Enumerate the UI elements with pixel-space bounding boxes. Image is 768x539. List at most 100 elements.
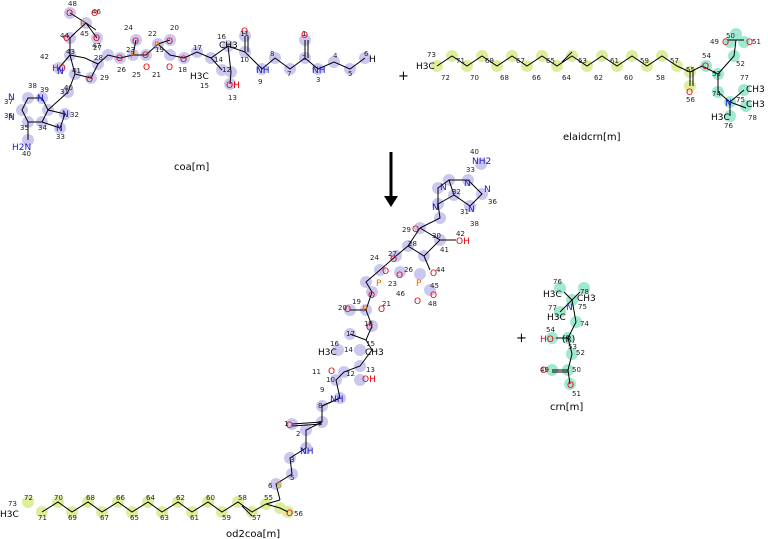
svg-text:N: N — [432, 203, 439, 213]
svg-text:55: 55 — [686, 66, 695, 74]
svg-text:6: 6 — [268, 482, 273, 490]
svg-text:16: 16 — [217, 33, 226, 41]
svg-text:P: P — [362, 305, 368, 315]
svg-text:P: P — [130, 51, 136, 61]
svg-text:27: 27 — [93, 44, 102, 52]
svg-text:H3C: H3C — [543, 290, 562, 300]
svg-text:25: 25 — [132, 71, 141, 79]
svg-text:74: 74 — [580, 320, 589, 328]
svg-text:O: O — [241, 27, 248, 37]
svg-text:N: N — [468, 205, 475, 215]
svg-text:50: 50 — [726, 32, 735, 40]
svg-text:O: O — [86, 75, 93, 85]
svg-text:N: N — [484, 185, 491, 195]
svg-text:72: 72 — [441, 74, 450, 82]
svg-text:13: 13 — [228, 94, 237, 102]
svg-text:O: O — [382, 267, 389, 277]
svg-text:74: 74 — [712, 90, 721, 98]
svg-text:8: 8 — [318, 402, 322, 410]
svg-text:O: O — [66, 9, 73, 19]
svg-text:40: 40 — [470, 148, 479, 156]
svg-text:23: 23 — [126, 46, 135, 54]
svg-text:S: S — [276, 481, 282, 491]
svg-text:O: O — [286, 509, 293, 519]
svg-text:(R): (R) — [562, 335, 575, 345]
svg-text:6: 6 — [364, 50, 369, 58]
svg-text:57: 57 — [252, 514, 261, 522]
svg-text:14: 14 — [344, 346, 353, 354]
svg-text:5: 5 — [348, 70, 352, 78]
svg-text:56: 56 — [294, 510, 303, 518]
svg-text:70: 70 — [54, 494, 63, 502]
svg-text:54: 54 — [546, 326, 555, 334]
svg-text:20: 20 — [170, 24, 179, 32]
svg-text:10: 10 — [326, 376, 335, 384]
svg-text:69: 69 — [68, 514, 77, 522]
svg-text:10: 10 — [240, 56, 249, 64]
svg-text:44: 44 — [60, 32, 69, 40]
svg-text:43: 43 — [66, 48, 75, 56]
svg-text:HO: HO — [540, 335, 554, 345]
svg-text:17: 17 — [193, 44, 202, 52]
svg-text:60: 60 — [206, 494, 215, 502]
svg-text:O: O — [390, 255, 397, 265]
svg-text:32: 32 — [452, 188, 461, 196]
svg-text:O: O — [180, 55, 187, 65]
svg-text:69: 69 — [485, 57, 494, 65]
svg-text:O: O — [328, 367, 335, 377]
svg-text:34: 34 — [38, 124, 47, 132]
svg-text:N: N — [440, 183, 447, 193]
svg-text:O: O — [301, 31, 308, 41]
svg-text:H3C: H3C — [190, 72, 209, 82]
svg-text:O: O — [430, 291, 437, 301]
svg-text:O: O — [286, 421, 293, 431]
svg-text:33: 33 — [56, 133, 65, 141]
svg-text:40: 40 — [22, 150, 31, 158]
svg-text:30: 30 — [432, 232, 441, 240]
svg-text:H3C: H3C — [0, 510, 19, 520]
svg-text:O: O — [143, 63, 150, 73]
svg-text:HO: HO — [52, 64, 66, 74]
svg-text:73: 73 — [8, 500, 17, 508]
svg-text:36: 36 — [488, 198, 497, 206]
svg-text:75: 75 — [736, 96, 745, 104]
svg-text:75: 75 — [578, 303, 587, 311]
svg-text:9: 9 — [320, 386, 324, 394]
svg-text:64: 64 — [562, 74, 571, 82]
svg-text:39: 39 — [40, 86, 49, 94]
svg-text:O: O — [116, 54, 123, 64]
elaidcrn-label: elaidcrn[m] — [563, 132, 621, 143]
svg-text:78: 78 — [748, 114, 757, 122]
svg-text:O: O — [722, 38, 729, 48]
svg-text:57: 57 — [670, 57, 679, 65]
svg-text:16: 16 — [330, 340, 339, 348]
svg-text:23: 23 — [388, 280, 397, 288]
od2coa-label: od2coa[m] — [226, 529, 280, 539]
svg-text:N: N — [56, 124, 63, 134]
svg-text:27: 27 — [388, 250, 397, 258]
svg-text:26: 26 — [404, 266, 413, 274]
svg-text:19: 19 — [352, 298, 361, 306]
svg-text:NH: NH — [300, 447, 314, 457]
svg-text:2: 2 — [302, 54, 306, 62]
svg-text:O: O — [430, 269, 437, 279]
svg-text:21: 21 — [382, 300, 391, 308]
svg-text:7: 7 — [287, 70, 291, 78]
svg-text:49: 49 — [710, 38, 719, 46]
svg-text:20: 20 — [338, 304, 347, 312]
svg-text:O: O — [132, 37, 139, 47]
svg-text:68: 68 — [500, 74, 509, 82]
svg-text:32: 32 — [70, 111, 79, 119]
svg-text:53: 53 — [712, 70, 721, 78]
svg-text:9: 9 — [258, 78, 262, 86]
svg-text:NH: NH — [330, 395, 344, 405]
svg-text:H3C: H3C — [416, 62, 435, 72]
svg-text:70: 70 — [470, 74, 479, 82]
svg-text:77: 77 — [548, 304, 557, 312]
svg-text:41: 41 — [440, 246, 449, 254]
svg-text:N: N — [725, 99, 732, 109]
svg-text:NH2: NH2 — [472, 157, 491, 167]
svg-text:22: 22 — [148, 30, 157, 38]
svg-text:71: 71 — [456, 57, 465, 65]
